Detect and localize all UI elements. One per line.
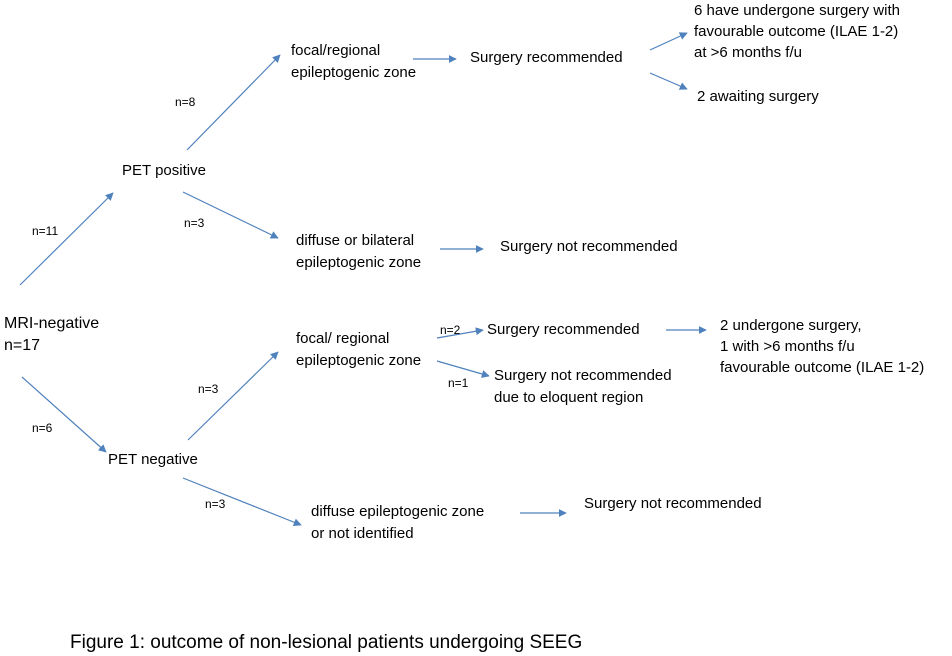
pet-negative-outcome-line3: favourable outcome (ILAE 1-2): [720, 359, 925, 376]
pet-negative-focal-line2: epileptogenic zone: [296, 352, 422, 369]
pet-positive-outcome-line3: at >6 months f/u: [694, 44, 802, 61]
n-pet-negative-not-recommended: n=1: [448, 376, 469, 390]
arrow-focal-to-not-recommended: [436, 360, 490, 378]
arrow-root-to-pet-positive: [19, 192, 114, 286]
n-pet-negative: n=6: [32, 421, 53, 435]
pet-positive-node: PET positive: [122, 162, 206, 179]
pet-positive-surgery-recommended: Surgery recommended: [470, 49, 623, 66]
pet-positive-outcome-line2: favourable outcome (ILAE 1-2): [694, 23, 899, 40]
pet-negative-diffuse-line2: or not identified: [311, 525, 414, 542]
pet-positive-diffuse-line2: epileptogenic zone: [296, 254, 422, 271]
root-node-count: n=17: [4, 337, 41, 354]
arrow-pet-positive-to-diffuse: [182, 191, 279, 239]
figure-caption: Figure 1: outcome of non-lesional patien…: [70, 632, 583, 653]
pet-negative-surgery-not-recommended: Surgery not recommended: [584, 495, 762, 512]
arrow-pet-positive-to-focal: [186, 54, 281, 151]
pet-negative-outcome-line2: 1 with >6 months f/u: [720, 338, 855, 355]
pet-negative-not-recommended-line1: Surgery not recommended: [494, 367, 672, 384]
arrow-pet-negative-to-diffuse: [182, 477, 302, 527]
pet-negative-surgery-recommended: Surgery recommended: [487, 321, 640, 338]
pet-positive-focal-line1: focal/regional: [291, 42, 381, 59]
n-pet-negative-recommended: n=2: [440, 323, 461, 337]
arrow-pet-negative-to-focal: [187, 351, 279, 441]
pet-positive-awaiting-surgery: 2 awaiting surgery: [697, 88, 819, 105]
n-pet-positive-diffuse: n=3: [184, 216, 205, 230]
n-pet-negative-diffuse: n=3: [205, 497, 226, 511]
pet-negative-outcome-line1: 2 undergone surgery,: [720, 317, 862, 334]
arrow-root-to-pet-negative: [21, 376, 107, 453]
arrow-focal-to-recommended: [436, 327, 484, 339]
pet-negative-diffuse-line1: diffuse epileptogenic zone: [311, 503, 485, 520]
arrow-surgery-to-awaiting: [649, 72, 688, 90]
n-pet-positive-focal: n=8: [175, 95, 196, 109]
pet-positive-outcome-line1: 6 have undergone surgery with: [694, 2, 900, 19]
n-pet-positive: n=11: [32, 224, 59, 238]
pet-positive-diffuse-line1: diffuse or bilateral: [296, 232, 415, 249]
pet-positive-surgery-not-recommended: Surgery not recommended: [500, 238, 678, 255]
n-pet-negative-focal: n=3: [198, 382, 219, 396]
pet-negative-not-recommended-line2: due to eloquent region: [494, 389, 644, 406]
arrow-surgery-to-outcome-1: [649, 32, 688, 51]
pet-negative-node: PET negative: [108, 451, 198, 468]
pet-negative-focal-line1: focal/ regional: [296, 330, 390, 347]
pet-positive-focal-line2: epileptogenic zone: [291, 64, 417, 81]
root-node-label: MRI-negative: [4, 315, 100, 332]
